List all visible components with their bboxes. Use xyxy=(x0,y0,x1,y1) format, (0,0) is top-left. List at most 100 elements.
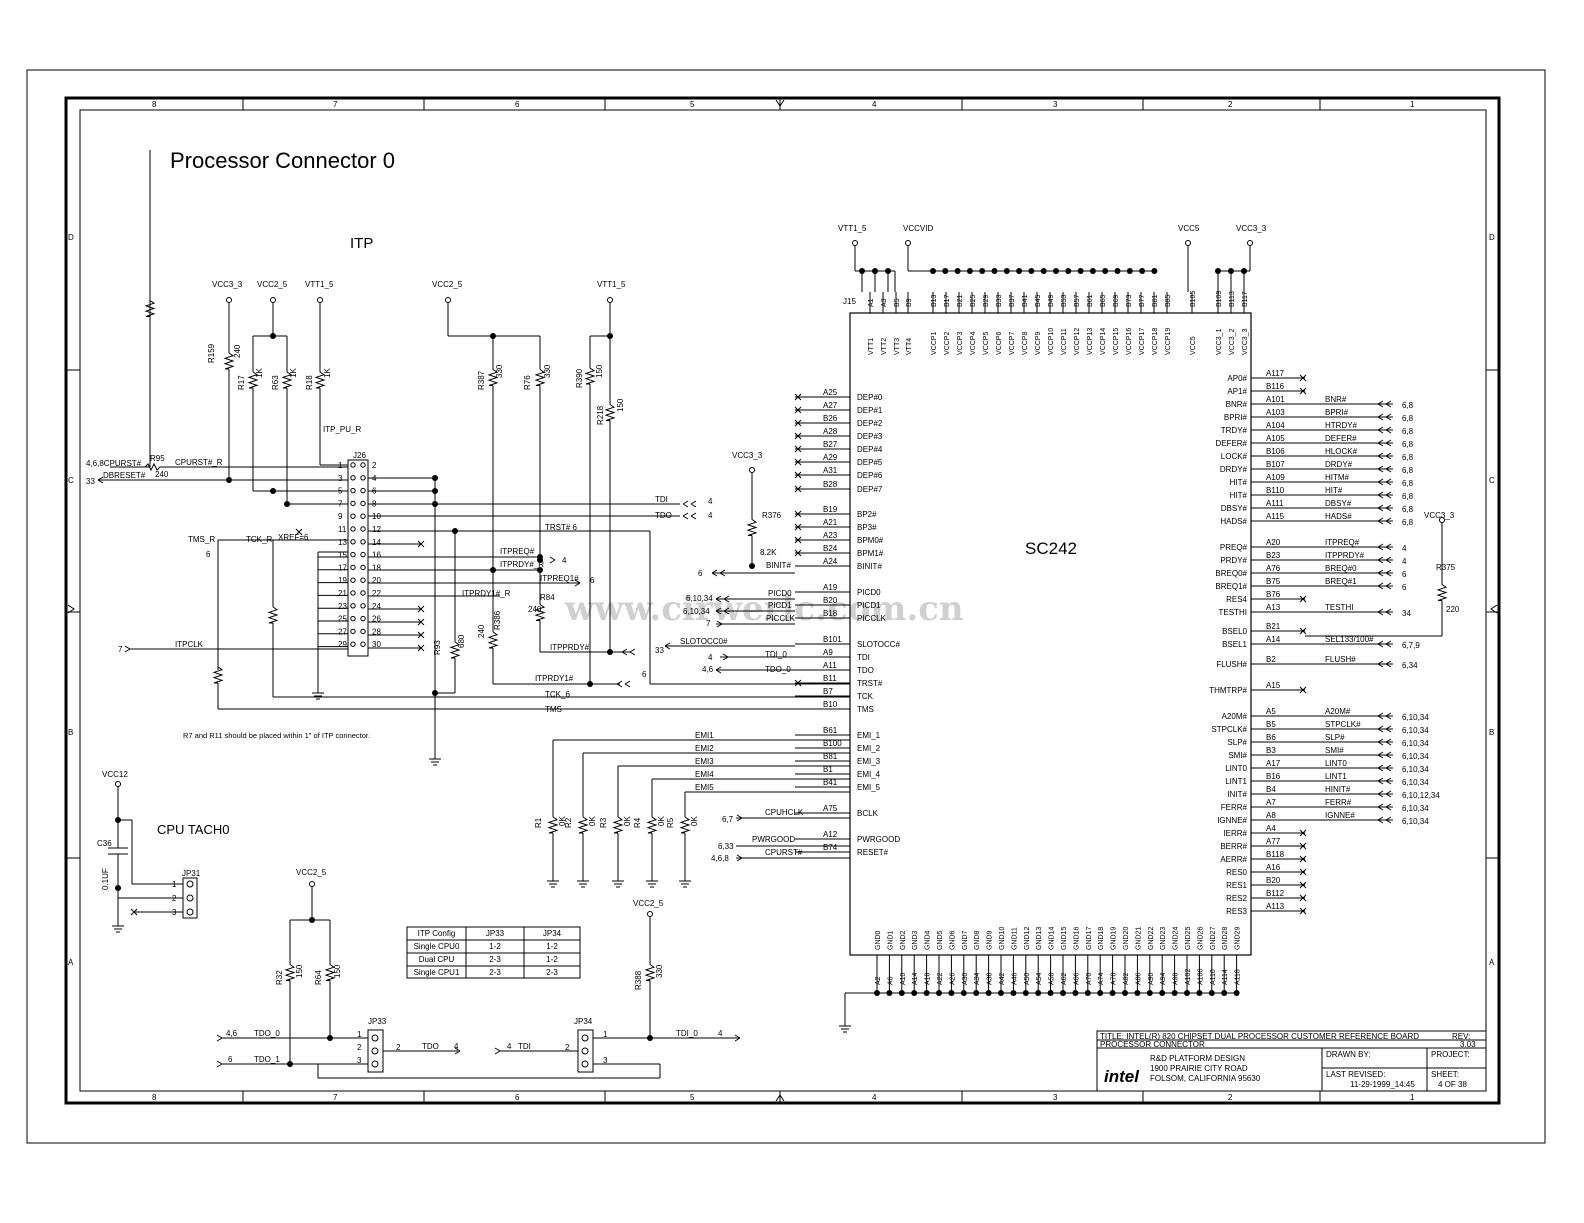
arrow-head xyxy=(1377,764,1392,772)
left-pin-name: DEP#2 xyxy=(857,419,883,428)
emi-resistor xyxy=(547,810,559,840)
top-pin-name: VCC3_2 xyxy=(1229,328,1236,355)
r63-ref: R63 xyxy=(271,375,280,390)
arrow-head xyxy=(1377,439,1392,447)
emi-label: EMI4 xyxy=(695,770,714,779)
right-pin-name: FERR# xyxy=(1221,803,1248,812)
right-net-ref: 6,8 xyxy=(1402,466,1414,475)
right-net-ref: 6,10,34 xyxy=(1402,739,1429,748)
jp-vcc25-label: VCC2_5 xyxy=(296,868,327,877)
top-pin-number: B53 xyxy=(1061,294,1068,307)
arrow-head xyxy=(1377,790,1392,798)
row-label-right: A xyxy=(1489,958,1495,967)
bottom-pin-number: A74 xyxy=(1098,972,1105,985)
header-pin xyxy=(360,615,366,622)
right-pin-number: B118 xyxy=(1266,850,1285,859)
top-pin-name: VCCP17 xyxy=(1139,328,1146,355)
power-label-vcc33: VCC3_3 xyxy=(1236,224,1267,233)
bottom-pin-number: A22 xyxy=(937,972,944,985)
dbreset-label: DBRESET# xyxy=(103,471,146,480)
left-pin-name: BP3# xyxy=(857,523,877,532)
right-net-label: TESTHI xyxy=(1325,603,1353,612)
nc-stroke xyxy=(1299,387,1307,395)
no-connect-mark xyxy=(794,536,802,544)
left-pin-name: BCLK xyxy=(857,809,879,818)
right-net-ref: 4 xyxy=(1402,557,1407,566)
nc-stroke xyxy=(1299,627,1307,635)
top-pin-number: B81 xyxy=(1152,294,1159,307)
r93-val: 680 xyxy=(457,634,466,648)
ground-symbol xyxy=(429,753,441,766)
left-pin-name: PICCLK xyxy=(857,614,887,623)
no-connect-mark xyxy=(794,393,802,401)
vcc12-label: VCC12 xyxy=(102,770,128,779)
placement-note: R7 and R11 should be placed within 1" of… xyxy=(183,731,370,740)
bidir-arrow xyxy=(1377,413,1392,421)
power-terminal xyxy=(270,297,276,303)
header-pin-odd: 9 xyxy=(338,512,343,521)
right-pin-number: B76 xyxy=(1266,590,1281,599)
arrow-head xyxy=(715,595,730,603)
right-pin-name: TRDY# xyxy=(1221,426,1248,435)
right-pin-name: BPRI# xyxy=(1224,413,1248,422)
junction xyxy=(1114,268,1121,274)
right-net-label: HINIT# xyxy=(1325,785,1351,794)
r159-ref: R159 xyxy=(207,343,216,363)
right-pin-name: AP0# xyxy=(1227,374,1247,383)
right-pin-name: PRDY# xyxy=(1220,556,1247,565)
table-header: JP33 xyxy=(486,929,505,938)
jp31-pin-num: 3 xyxy=(172,908,177,917)
binit-net: BINIT# xyxy=(766,561,791,570)
left-pin-number: B41 xyxy=(823,778,838,787)
jp34-tdi-label: TDI xyxy=(518,1042,531,1051)
right-net-label: HLOCK# xyxy=(1325,447,1358,456)
right-pin-number: A16 xyxy=(1266,863,1281,872)
emi-res-val: 0K xyxy=(657,816,666,826)
res-zigzag xyxy=(646,816,658,834)
jp34-tdi-ref: 4 xyxy=(507,1042,512,1051)
left-pin-name: EMI_5 xyxy=(857,783,881,792)
top-pin-name: VCCP7 xyxy=(1009,332,1016,355)
top-pin-name: VCCP9 xyxy=(1035,332,1042,355)
r11 xyxy=(267,590,279,640)
left-pin-name: TMS xyxy=(857,705,874,714)
left-pin-name: BPM1# xyxy=(857,549,884,558)
jp34-tdi0-label: TDI_0 xyxy=(676,1029,698,1038)
jp-tdo0-label: TDO_0 xyxy=(254,1029,280,1038)
nc-stroke xyxy=(794,393,802,401)
r17-ref: R17 xyxy=(237,375,246,390)
top-pin-number: B5 xyxy=(894,298,901,307)
tdo0-net: TDO_0 xyxy=(765,665,791,674)
top-pin-name: VCCP5 xyxy=(983,332,990,355)
header-pin-even: 16 xyxy=(372,551,381,560)
header-pin xyxy=(350,539,356,545)
r390-val: 150 xyxy=(595,364,604,378)
arrow-head xyxy=(621,648,636,656)
table-cell: 1-2 xyxy=(489,942,501,951)
jp34-pin xyxy=(581,1034,589,1042)
right-pin-name: DRDY# xyxy=(1220,465,1248,474)
junction xyxy=(226,477,232,483)
r390 xyxy=(584,360,596,392)
header-pin xyxy=(360,577,366,583)
right-pin-number: B116 xyxy=(1266,382,1285,391)
left-pin-number: B10 xyxy=(823,700,838,709)
header-pin-even: 14 xyxy=(372,538,381,547)
itp-circuit: J261234567891011121314151617181920212223… xyxy=(86,150,850,766)
r376-val: 8.2K xyxy=(760,548,777,557)
r95-label: R95 xyxy=(150,454,165,463)
top-pin-number: B117 xyxy=(1242,291,1249,307)
header-pin xyxy=(350,641,356,647)
arrow-head xyxy=(1377,582,1392,590)
right-net-ref: 6,10,34 xyxy=(1402,778,1429,787)
top-pin-number: B61 xyxy=(1087,294,1094,307)
right-pin-number: A111 xyxy=(1266,499,1284,508)
left-pin-number: B61 xyxy=(823,726,838,735)
bidir-arrow xyxy=(1377,504,1392,512)
bottom-pin-number: A6 xyxy=(887,976,894,985)
header-pin xyxy=(360,641,366,647)
bottom-pin-number: A14 xyxy=(912,972,919,985)
arrow-right xyxy=(494,1047,501,1055)
left-pin-number: B7 xyxy=(823,687,833,696)
company-line-2: 1900 PRAIRIE CITY ROAD xyxy=(1150,1064,1248,1073)
